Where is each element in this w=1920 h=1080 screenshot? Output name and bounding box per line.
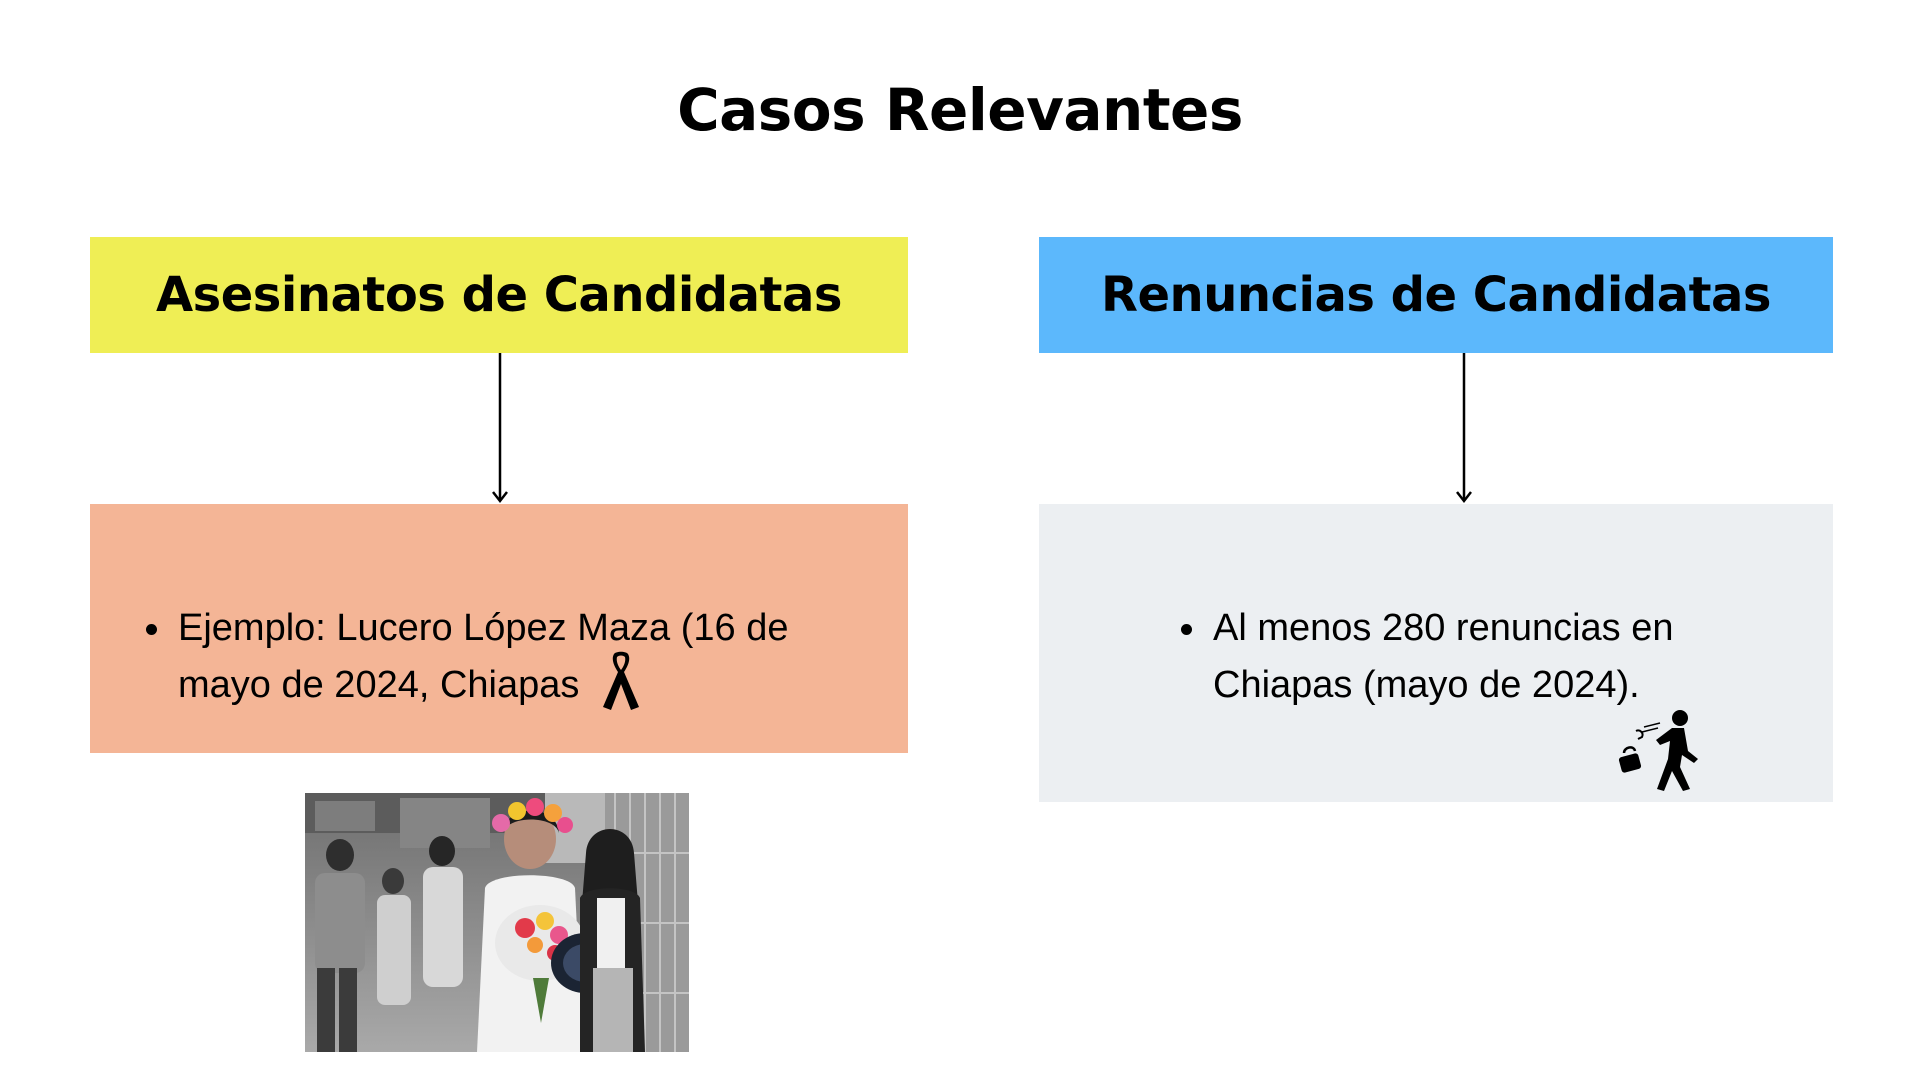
arrow-right (1456, 353, 1472, 504)
bullet-text: Al menos 280 renuncias en Chiapas (mayo … (1213, 607, 1674, 706)
arrow-left (492, 353, 508, 504)
header-asesinatos: Asesinatos de Candidatas (90, 237, 908, 353)
bullet-list-renuncias: Al menos 280 renuncias en Chiapas (mayo … (1179, 600, 1739, 714)
header-asesinatos-label: Asesinatos de Candidatas (156, 267, 842, 323)
candidate-photo (305, 793, 689, 1052)
person-walking-away-icon (1618, 710, 1698, 791)
black-ribbon-icon (603, 651, 640, 710)
bullet-list-asesinatos: Ejemplo: Lucero López Maza (16 de mayo d… (144, 600, 844, 714)
content-asesinatos: Ejemplo: Lucero López Maza (16 de mayo d… (90, 504, 908, 753)
list-item: Ejemplo: Lucero López Maza (16 de mayo d… (144, 600, 844, 714)
header-renuncias: Renuncias de Candidatas (1039, 237, 1833, 353)
list-item: Al menos 280 renuncias en Chiapas (mayo … (1179, 600, 1739, 714)
content-renuncias: Al menos 280 renuncias en Chiapas (mayo … (1039, 504, 1833, 802)
photo-illustration (305, 793, 689, 1052)
bullet-text: Ejemplo: Lucero López Maza (16 de mayo d… (178, 607, 789, 706)
header-renuncias-label: Renuncias de Candidatas (1101, 267, 1772, 323)
page-title: Casos Relevantes (677, 76, 1243, 144)
